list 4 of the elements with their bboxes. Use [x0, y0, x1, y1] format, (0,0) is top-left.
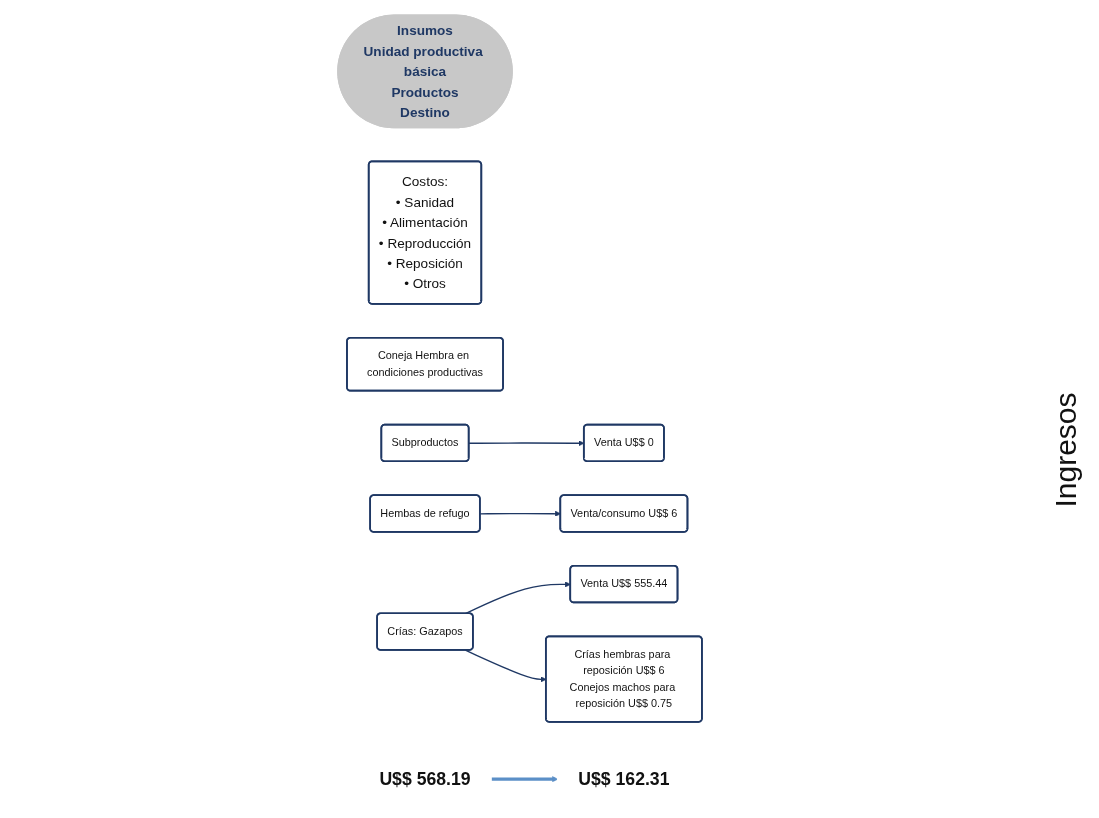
- node-text: U$$ 568.19: [379, 768, 471, 789]
- axis-label: Ingresos: [1049, 392, 1083, 508]
- arrow: [479, 510, 561, 517]
- node-text: U$$ 162.31: [578, 768, 670, 789]
